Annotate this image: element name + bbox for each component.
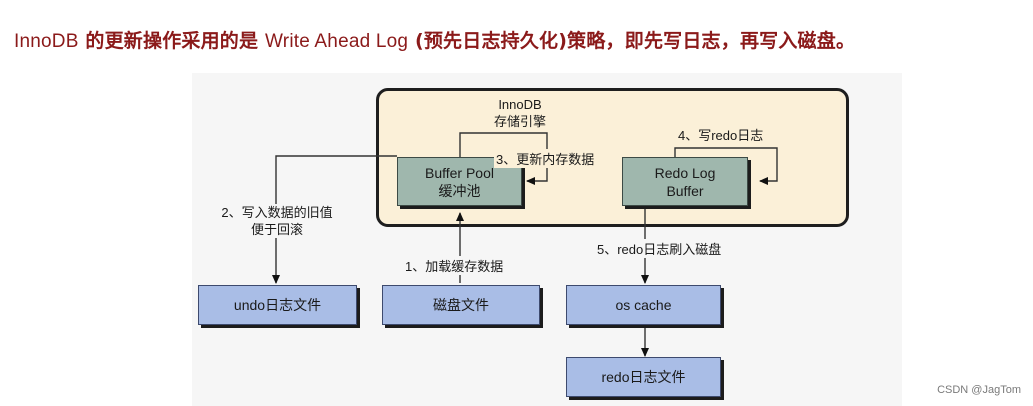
step5-label: 5、redo日志刷入磁盘 (595, 239, 724, 258)
step2-line1: 2、写入数据的旧值 (221, 205, 333, 220)
engine-title-line2: 存储引擎 (493, 114, 546, 129)
buffer-pool-box: Buffer Pool 缓冲池 (397, 157, 522, 206)
arrow-write-redo (674, 147, 778, 185)
step2-line2: 便于回滚 (250, 222, 303, 237)
step1-label: 1、加载缓存数据 (403, 256, 506, 275)
heading-innodb: InnoDB (14, 31, 79, 52)
step3-label: 3、更新内存数据 (494, 149, 597, 168)
heading-text-1: 的更新操作采用的是 (78, 30, 266, 52)
heading-wal: Write Ahead Log (265, 31, 409, 52)
buffer-pool-label-1: Buffer Pool (424, 164, 494, 181)
buffer-pool-label-2: 缓冲池 (438, 182, 481, 199)
arrow-update-memory (459, 132, 548, 185)
engine-title-line1: InnoDB (498, 97, 542, 112)
step4-label: 4、写redo日志 (676, 125, 766, 144)
disk-file-label: 磁盘文件 (433, 297, 489, 313)
os-cache-box: os cache (566, 285, 721, 325)
watermark: CSDN @JagTom (937, 384, 1021, 396)
os-cache-label: os cache (615, 297, 672, 313)
redo-file-box: redo日志文件 (566, 357, 721, 397)
undo-file-box: undo日志文件 (198, 285, 357, 325)
redo-log-buffer-label-2: Buffer (666, 182, 704, 199)
heading-text-2: (预先日志持久化)策略，即先写日志，再写入磁盘。 (408, 30, 856, 52)
page-heading: InnoDB 的更新操作采用的是 Write Ahead Log (预先日志持久… (14, 26, 855, 53)
redo-file-label: redo日志文件 (601, 369, 686, 385)
step2-label: 2、写入数据的旧值 便于回滚 (205, 204, 349, 238)
redo-log-buffer-box: Redo Log Buffer (622, 157, 748, 206)
disk-file-box: 磁盘文件 (382, 285, 540, 325)
undo-file-label: undo日志文件 (233, 297, 322, 313)
arrow-to-undo (272, 155, 397, 284)
redo-log-buffer-label-1: Redo Log (654, 164, 716, 181)
engine-title: InnoDB 存储引擎 (480, 96, 560, 130)
